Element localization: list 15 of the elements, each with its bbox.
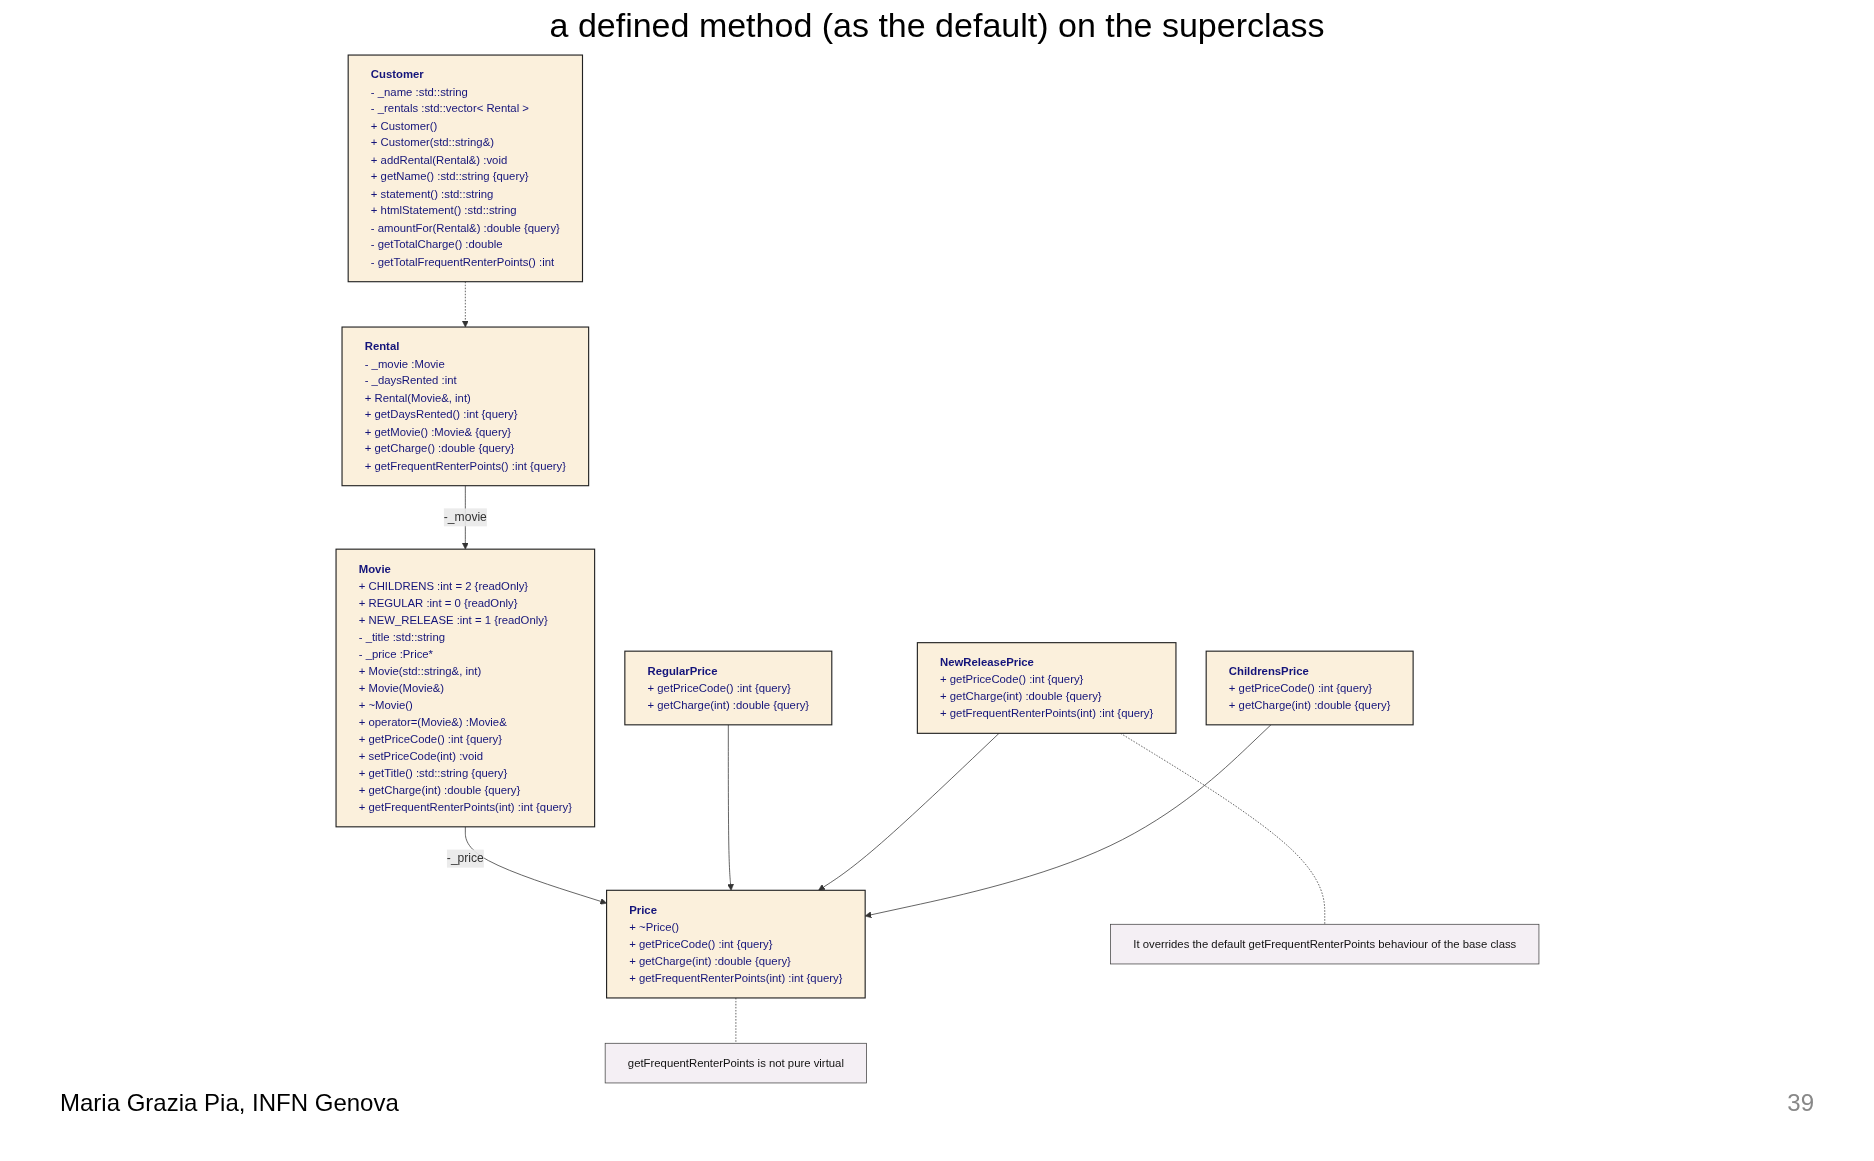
node-box: Price + ~Price() + getPriceCode() :int {query} + getCharge(int) :double {query} + getFrequentRenterPoints(int) :int {query} xyxy=(605,889,866,999)
node-box: getFrequentRenterPoints is not pure virtual xyxy=(604,1042,867,1084)
node-box: It overrides the default getFrequentRenterPoints behaviour of the base class xyxy=(1109,923,1539,965)
node-box: Customer - _name :std::string - _rentals :std::vector< Rental > + Customer() + Customer(std::string&) + addRental(Rental&) :void + getName() :std::string {query} + statement() :std::string + htmlStatement() :std::string - amountFor(Rental&) :double {query} - getTotalCharge() :double - getTotalFrequentRenterPoints() :int xyxy=(347,54,583,283)
node-box: Movie + CHILDRENS :int = 2 {readOnly} + REGULAR :int = 0 {readOnly} + NEW_RELEASE :int = 1 {readOnly} - _title :std::string - _price :Price* + Movie(std::string&, int) + Movie(Movie&) + ~Movie() + operator=(Movie&) :Movie& + getPriceCode() :int {query} + setPriceCode(int) :void + getTitle() :std::string {query} + getCharge(int) :double {query} + getFrequentRenterPoints(int) :int {query} xyxy=(334,548,595,828)
author-credit: Maria Grazia Pia, INFN Genova xyxy=(60,1089,399,1117)
edge-label: -_price xyxy=(446,851,484,865)
slide-title: a defined method (as the default) on the superclass xyxy=(548,6,1326,45)
page-number: 39 xyxy=(1787,1089,1814,1117)
node-box: Rental - _movie :Movie - _daysRented :int + Rental(Movie&, int) + getDaysRented() :int {query} + getMovie() :Movie& {query} + getCharge() :double {query} + getFrequentRenterPoints() :int {query} xyxy=(340,326,589,487)
connector xyxy=(735,997,736,1044)
node-box: ChildrensPrice + getPriceCode() :int {query} + getCharge(int) :double {query} xyxy=(1205,650,1414,726)
node-box: NewReleasePrice + getPriceCode() :int {query} + getCharge(int) :double {query} + getFrequentRenterPoints(int) :int {query} xyxy=(916,642,1176,734)
node-box: RegularPrice + getPriceCode() :int {query} + getCharge(int) :double {query} xyxy=(623,650,832,726)
edge-label: -_movie xyxy=(443,510,487,524)
